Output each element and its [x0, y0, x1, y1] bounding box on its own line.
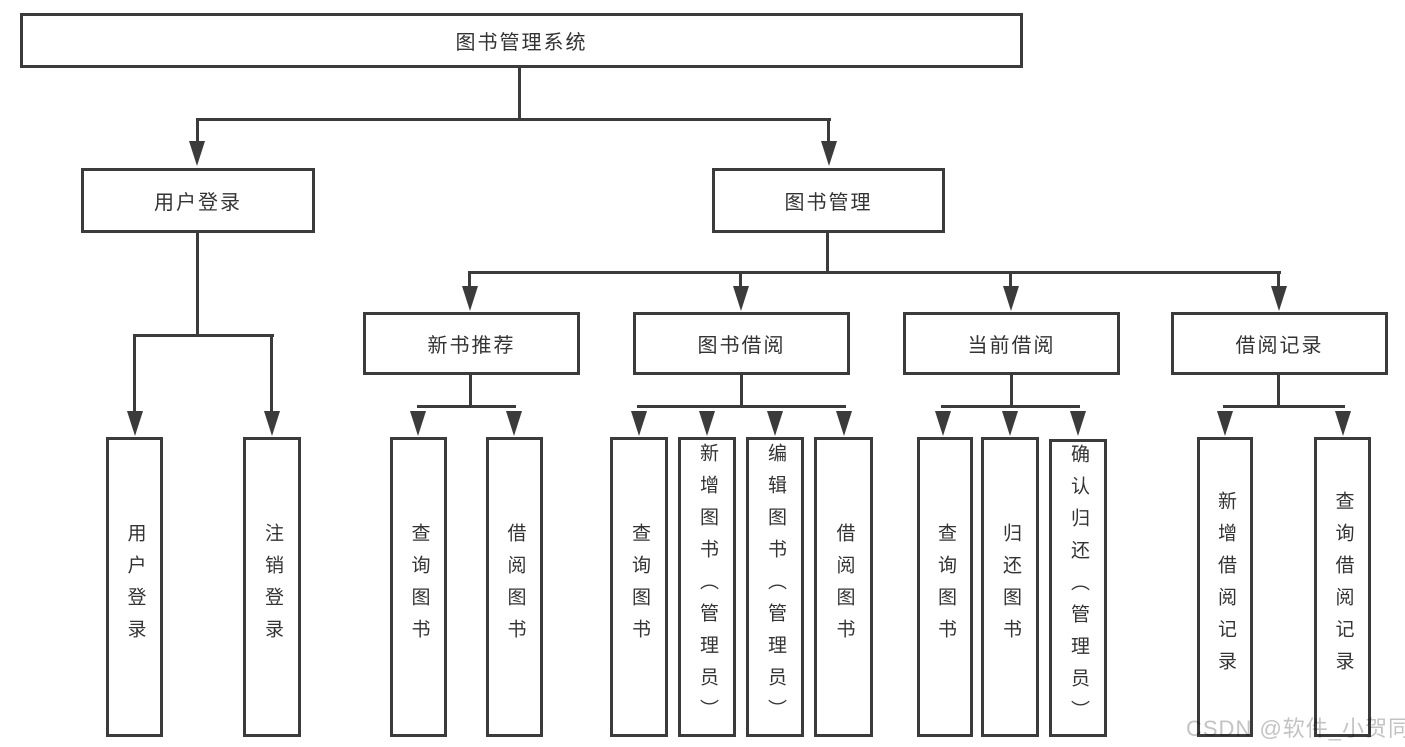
- connector-line: [826, 233, 829, 274]
- connector-line: [196, 118, 831, 121]
- connector-line: [133, 337, 136, 411]
- arrow-down-icon: [699, 411, 715, 436]
- connector-line: [1009, 274, 1012, 286]
- node-current-borrowing-label: 当前借阅: [967, 335, 1056, 357]
- connector-line: [270, 337, 273, 411]
- connector-line: [196, 233, 199, 337]
- node-book-borrowing: 图书借阅: [633, 312, 850, 375]
- connector-line: [196, 121, 199, 141]
- node-book-management-label: 图书管理: [784, 192, 873, 214]
- node-borrowing-records: 借阅记录: [1171, 312, 1388, 375]
- arrow-down-icon: [1217, 411, 1233, 436]
- arrow-down-icon: [631, 411, 647, 436]
- node-library-system: 图书管理系统: [20, 13, 1023, 68]
- leaf-add-borrow-record-label: 新增借阅记录: [1214, 491, 1236, 683]
- leaf-return-book-label: 归还图书: [999, 523, 1021, 651]
- arrow-down-icon: [836, 411, 852, 436]
- leaf-borrow-books-borrowing-label: 借阅图书: [833, 523, 855, 651]
- leaf-query-books-current: 查询图书: [917, 437, 973, 737]
- leaf-query-books-borrowing-label: 查询图书: [628, 523, 650, 651]
- connector-line: [1010, 375, 1013, 408]
- leaf-add-book-admin: 新增图书（管理员）: [678, 437, 736, 737]
- connector-line: [417, 405, 516, 408]
- leaf-confirm-return-admin: 确认归还（管理员）: [1049, 439, 1107, 737]
- arrow-down-icon: [821, 141, 837, 166]
- arrow-down-icon: [1335, 411, 1351, 436]
- leaf-query-borrow-record-label: 查询借阅记录: [1332, 491, 1354, 683]
- node-new-book-recommend-label: 新书推荐: [427, 335, 516, 357]
- leaf-return-book: 归还图书: [981, 437, 1039, 737]
- node-current-borrowing: 当前借阅: [903, 312, 1120, 375]
- arrow-down-icon: [462, 286, 478, 311]
- node-user-login: 用户登录: [81, 168, 315, 233]
- arrow-down-icon: [189, 141, 205, 166]
- arrow-down-icon: [767, 411, 783, 436]
- connector-line: [518, 68, 521, 121]
- arrow-down-icon: [1003, 286, 1019, 311]
- arrow-down-icon: [506, 411, 522, 436]
- csdn-watermark: CSDN @软件_小贺同学: [1186, 716, 1405, 741]
- connector-line: [133, 334, 274, 337]
- connector-line: [941, 405, 1080, 408]
- leaf-logout-label: 注销登录: [261, 523, 283, 651]
- connector-line: [1223, 405, 1345, 408]
- leaf-edit-book-admin-label: 编辑图书（管理员）: [764, 443, 786, 731]
- connector-line: [637, 405, 846, 408]
- arrow-down-icon: [1070, 411, 1086, 436]
- leaf-query-borrow-record: 查询借阅记录: [1314, 437, 1371, 737]
- connector-line: [1277, 375, 1280, 408]
- leaf-edit-book-admin: 编辑图书（管理员）: [746, 437, 804, 737]
- arrow-down-icon: [264, 411, 280, 436]
- leaf-query-books-recommend-label: 查询图书: [408, 523, 430, 651]
- connector-line: [468, 274, 471, 286]
- connector-line: [1277, 274, 1280, 286]
- leaf-logout: 注销登录: [243, 437, 301, 737]
- leaf-query-books-recommend: 查询图书: [390, 437, 447, 737]
- connector-line: [739, 274, 742, 286]
- arrow-down-icon: [127, 411, 143, 436]
- arrow-down-icon: [733, 286, 749, 311]
- node-borrowing-records-label: 借阅记录: [1235, 335, 1324, 357]
- node-library-system-label: 图书管理系统: [455, 32, 588, 54]
- arrow-down-icon: [1002, 411, 1018, 436]
- leaf-query-books-borrowing: 查询图书: [610, 437, 668, 737]
- connector-line: [827, 121, 830, 141]
- leaf-user-login-label: 用户登录: [124, 523, 146, 651]
- node-user-login-label: 用户登录: [154, 192, 242, 214]
- leaf-add-book-admin-label: 新增图书（管理员）: [696, 443, 718, 731]
- node-book-borrowing-label: 图书借阅: [697, 335, 786, 357]
- node-book-management: 图书管理: [712, 168, 945, 233]
- leaf-add-borrow-record: 新增借阅记录: [1197, 437, 1253, 737]
- leaf-borrow-books-recommend-label: 借阅图书: [504, 523, 526, 651]
- node-new-book-recommend: 新书推荐: [363, 312, 580, 375]
- leaf-borrow-books-borrowing: 借阅图书: [814, 437, 873, 737]
- leaf-confirm-return-admin-label: 确认归还（管理员）: [1067, 444, 1089, 732]
- arrow-down-icon: [410, 411, 426, 436]
- arrow-down-icon: [935, 411, 951, 436]
- connector-line: [740, 375, 743, 408]
- arrow-down-icon: [1271, 286, 1287, 311]
- connector-line: [468, 271, 1281, 274]
- leaf-query-books-current-label: 查询图书: [934, 523, 956, 651]
- connector-line: [469, 375, 472, 408]
- leaf-borrow-books-recommend: 借阅图书: [486, 437, 543, 737]
- leaf-user-login: 用户登录: [106, 437, 163, 737]
